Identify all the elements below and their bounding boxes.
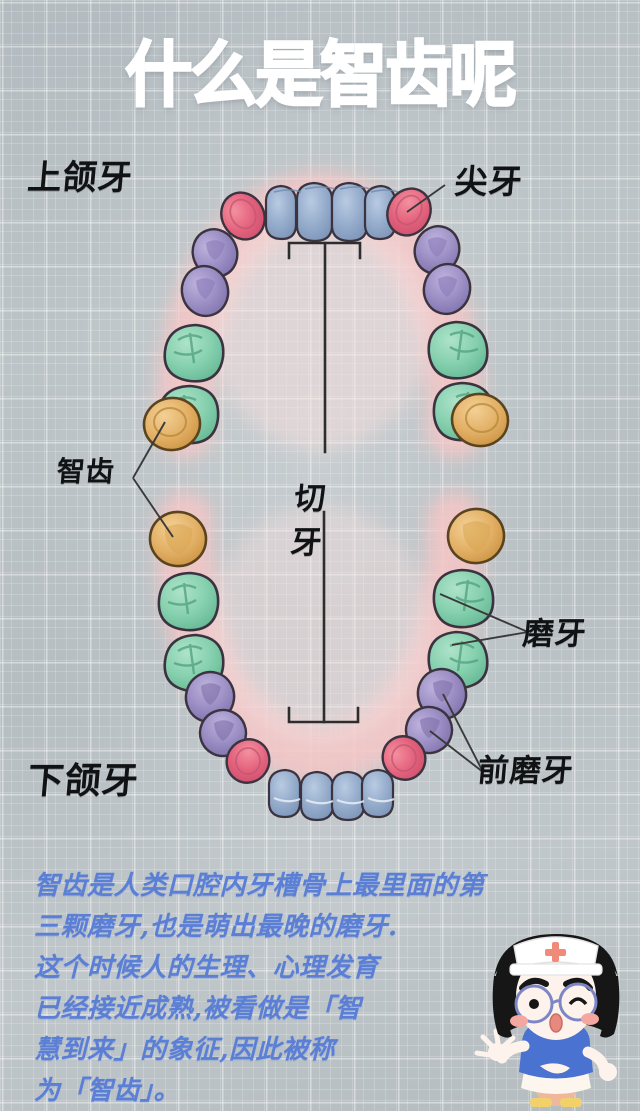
title-block: 什么是智齿呢	[0, 37, 640, 115]
lower-canines	[225, 735, 427, 784]
leader-lines	[132, 184, 529, 773]
label-incisor-line2: 牙	[289, 525, 324, 561]
description-line: 为「智齿」。	[34, 1076, 181, 1106]
wisdom-upper-leader-line	[132, 421, 166, 479]
nurse-shoe-right	[560, 1098, 582, 1107]
incisor-bracket-group	[287, 241, 362, 724]
lower-arch	[148, 507, 506, 822]
nurse-character	[474, 934, 620, 1107]
nurse-hand-right	[599, 1063, 617, 1081]
page-title: 什么是智齿呢	[124, 34, 518, 118]
label-premolar: 前磨牙	[476, 753, 576, 789]
upper-incisors	[264, 181, 399, 243]
nurse-cap	[509, 936, 603, 976]
nurse-eye-left	[529, 999, 539, 1009]
premolar-lower-leader-line	[429, 730, 484, 773]
description-line: 这个时候人的生理、心理发育	[34, 953, 379, 983]
lower-incisors	[267, 768, 395, 822]
gum-glow-layer	[156, 171, 484, 784]
lower-wisdom-teeth	[148, 507, 506, 568]
description-line: 三颗磨牙,也是萌出最晚的磨牙.	[34, 912, 398, 942]
description-line: 已经接近成熟,被看做是「智	[34, 994, 362, 1024]
nurse-hair-right	[600, 976, 620, 1038]
nurse-glasses	[514, 982, 598, 1024]
premolar-upper-leader-line	[442, 693, 484, 773]
upper-wisdom-teeth	[142, 392, 510, 452]
description-paragraph: 智齿是人类口腔内牙槽骨上最里面的第 三颗磨牙,也是萌出最晚的磨牙. 这个时候人的…	[34, 866, 485, 1111]
label-molar: 磨牙	[521, 616, 589, 652]
lower-molars	[157, 568, 495, 693]
nurse-cheek-left	[510, 1015, 528, 1027]
nurse-shoe-left	[530, 1098, 552, 1107]
description-line: 智齿是人类口腔内牙槽骨上最里面的第	[34, 871, 485, 901]
nurse-mouth	[549, 1013, 563, 1033]
lower-premolars	[184, 667, 468, 758]
wisdom-lower-leader-line	[132, 477, 174, 538]
description-line: 慧到来」的象征,因此被称	[34, 1035, 336, 1065]
label-canine: 尖牙	[453, 162, 525, 201]
upper-arch	[142, 181, 510, 452]
canine-leader-line	[406, 184, 446, 213]
nurse-cap-cross	[545, 942, 566, 962]
nurse-hair-left	[492, 976, 512, 1038]
label-incisor: 切 牙	[281, 477, 335, 565]
label-lower-jaw: 下颌牙	[25, 761, 141, 802]
label-incisor-line1: 切	[292, 481, 327, 517]
nurse-clasped-hands	[540, 1063, 570, 1074]
molar-lower-leader-line	[451, 631, 529, 646]
molar-upper-leader-line	[439, 593, 529, 633]
label-wisdom-tooth: 智齿	[55, 455, 117, 488]
label-upper-jaw: 上颌牙	[25, 158, 135, 198]
nurse-cheek-right	[581, 1013, 599, 1025]
upper-premolars	[180, 225, 472, 318]
upper-canines	[220, 187, 432, 241]
nurse-eye-right	[568, 997, 588, 1006]
nurse-waving-hand	[474, 1028, 516, 1061]
nurse-eyebrow-left	[519, 977, 549, 991]
